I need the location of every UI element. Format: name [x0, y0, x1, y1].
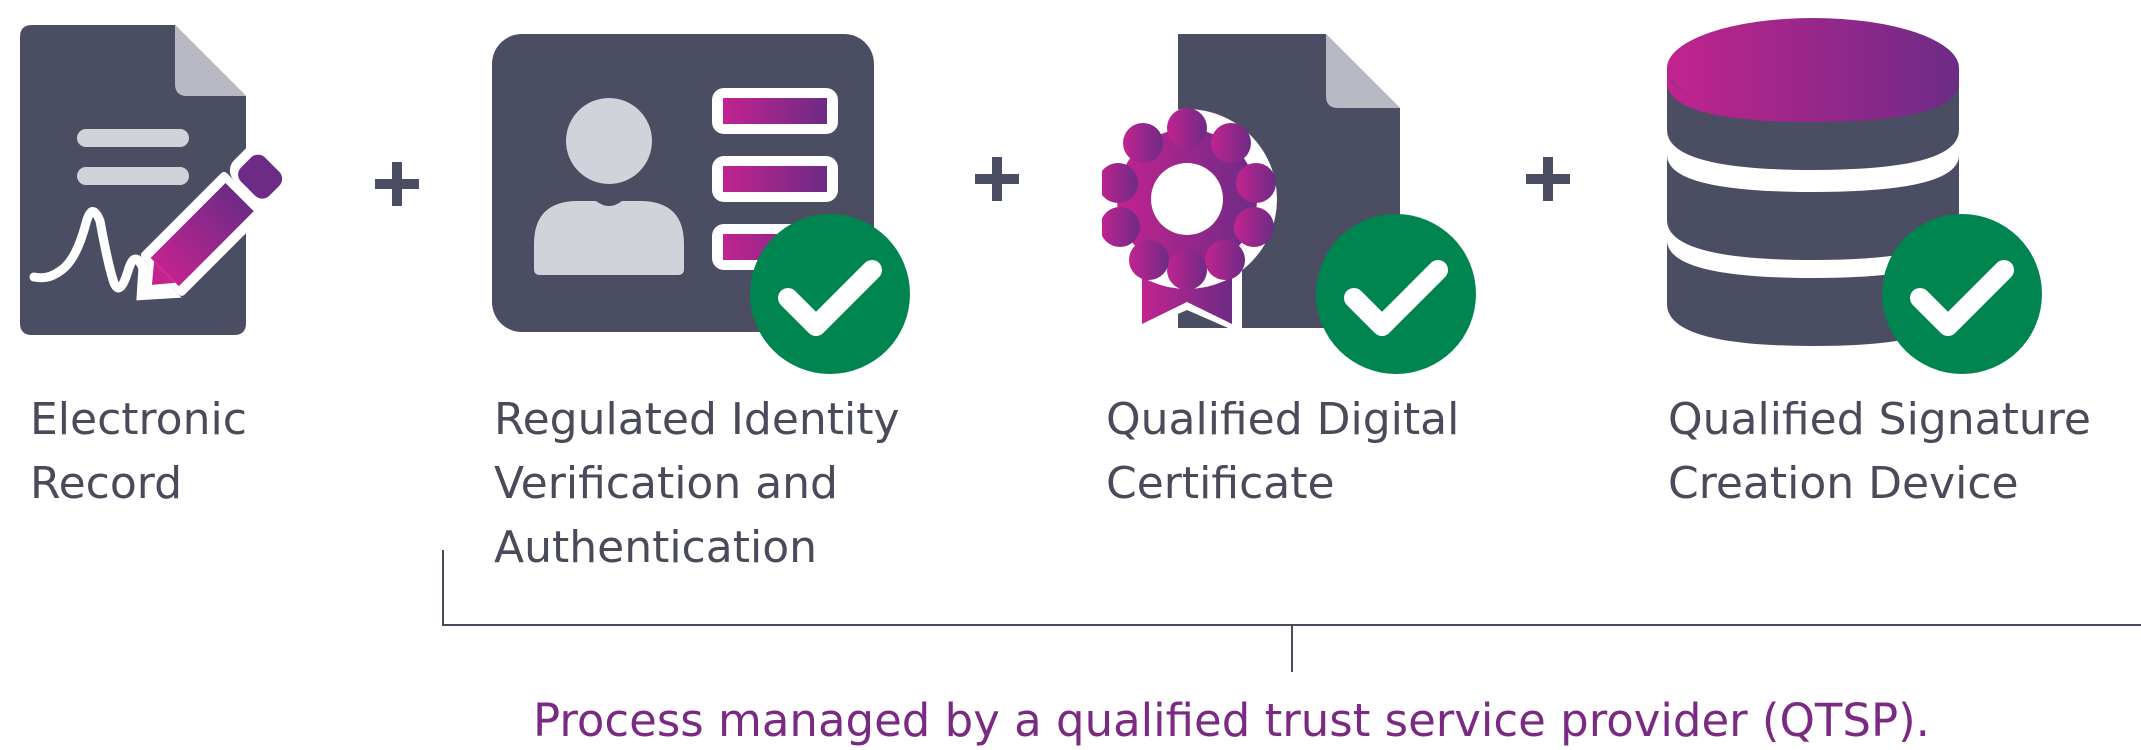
checkmark-badge-icon: [1882, 214, 2042, 374]
plus-icon: [375, 162, 419, 206]
signed-document-icon: [20, 25, 294, 335]
database-icon: [1667, 18, 1959, 346]
checkmark-badge-icon: [1316, 214, 1476, 374]
step-label-identity-verification: Regulated Identity Verification and Auth…: [494, 394, 900, 573]
qtsp-caption: Process managed by a qualified trust ser…: [533, 694, 1930, 747]
checkmark-badge-icon: [750, 214, 910, 374]
step-label-electronic-record: Electronic Record: [30, 394, 247, 509]
plus-icon: [1526, 157, 1570, 201]
plus-icon: [975, 157, 1019, 201]
step-label-signature-device: Qualified Signature Creation Device: [1668, 394, 2091, 509]
step-label-digital-certificate: Qualified Digital Certificate: [1106, 394, 1460, 509]
